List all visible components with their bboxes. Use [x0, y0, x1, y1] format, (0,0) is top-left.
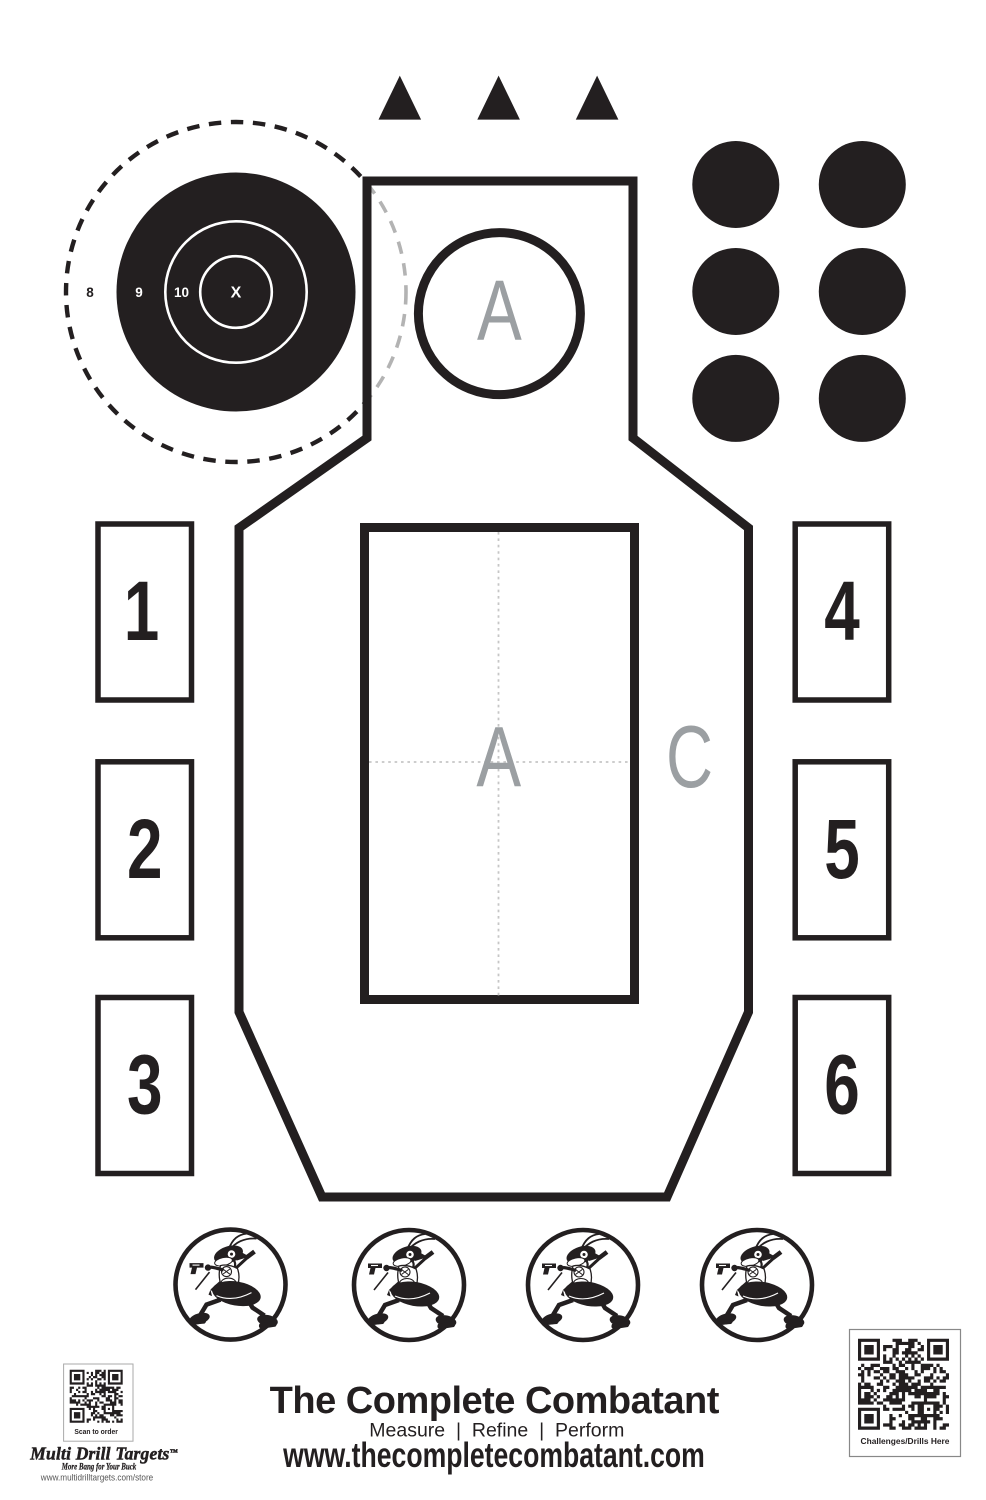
svg-text:5: 5 — [824, 801, 860, 896]
svg-text:1: 1 — [124, 563, 160, 658]
svg-text:www.thecompletecombatant.com: www.thecompletecombatant.com — [282, 1435, 704, 1474]
svg-text:The Complete Combatant: The Complete Combatant — [270, 1380, 720, 1422]
svg-text:9: 9 — [135, 285, 143, 300]
svg-text:www.multidrilltargets.com/stor: www.multidrilltargets.com/store — [40, 1472, 153, 1483]
svg-text:More Bang for Your Buck: More Bang for Your Buck — [61, 1462, 137, 1472]
svg-text:6: 6 — [824, 1037, 860, 1132]
svg-text:C: C — [666, 709, 713, 807]
svg-text:A: A — [477, 264, 522, 358]
svg-text:Scan to order: Scan to order — [74, 1428, 118, 1436]
svg-text:Multi Drill Targets™: Multi Drill Targets™ — [29, 1444, 178, 1464]
svg-text:2: 2 — [127, 801, 163, 896]
svg-text:Challenges/Drills Here: Challenges/Drills Here — [861, 1436, 950, 1446]
svg-text:4: 4 — [824, 563, 860, 658]
svg-text:X: X — [231, 285, 242, 302]
svg-text:10: 10 — [174, 285, 189, 300]
svg-text:3: 3 — [127, 1037, 163, 1132]
svg-text:A: A — [476, 710, 521, 804]
svg-text:8: 8 — [86, 285, 94, 300]
svg-text:Measure | Refine | Perform: Measure | Refine | Perform — [369, 1419, 624, 1441]
